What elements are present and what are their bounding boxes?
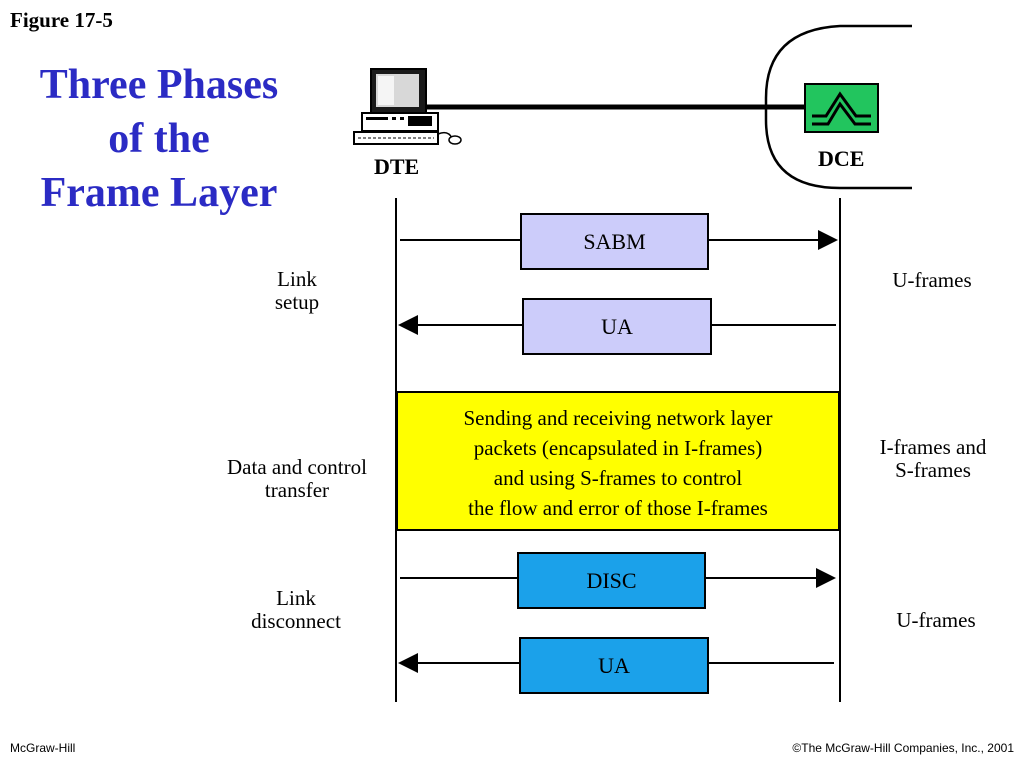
arrowhead-right (816, 568, 836, 588)
frame-type-transfer: I-frames and S-frames (860, 436, 1006, 482)
phase-label-transfer: Data and control transfer (206, 456, 388, 502)
dte-label: DTE (374, 154, 420, 179)
footer-publisher: McGraw-Hill (10, 741, 76, 755)
dce-device-icon (804, 83, 879, 133)
phase-line: Data and control (227, 455, 367, 479)
frame-type-line: I-frames and (879, 435, 987, 459)
phase-line: setup (274, 290, 320, 314)
data-box-line: Sending and receiving network layer (463, 406, 773, 430)
arrowhead-right (818, 230, 838, 250)
frame-type-line: U-frames (892, 268, 972, 292)
title-line: of the (108, 116, 210, 162)
data-box-line: and using S-frames to control (493, 466, 743, 490)
data-box-line: packets (encapsulated in I-frames) (473, 436, 763, 460)
frame-type-line: S-frames (895, 458, 971, 482)
sabm-frame: SABM (520, 213, 709, 270)
ua-disconnect-frame: UA (519, 637, 709, 694)
frame-type-setup: U-frames (872, 269, 992, 292)
phase-label-disconnect: Link disconnect (226, 587, 366, 633)
title-line: Three Phases (39, 62, 279, 108)
disc-frame: DISC (517, 552, 706, 609)
footer-copyright: ©The McGraw-Hill Companies, Inc., 2001 (792, 741, 1014, 755)
frame-type-line: U-frames (896, 608, 976, 632)
ua-setup-frame: UA (522, 298, 712, 355)
phase-label-setup: Link setup (232, 268, 362, 314)
phase-line: transfer (264, 478, 330, 502)
phase-line: Link (276, 586, 316, 610)
data-box-line: the flow and error of those I-frames (468, 496, 768, 520)
data-transfer-box: Sending and receiving network layer pack… (396, 391, 840, 531)
frame-type-disconnect: U-frames (876, 609, 996, 632)
page-title: Three Phases of the Frame Layer (0, 58, 318, 220)
title-line: Frame Layer (40, 170, 278, 216)
arrowhead-left (398, 653, 418, 673)
phase-line: disconnect (251, 609, 341, 633)
arrowhead-left (398, 315, 418, 335)
computer-icon (353, 68, 462, 145)
figure-label: Figure 17-5 (10, 8, 113, 32)
phase-line: Link (277, 267, 317, 291)
dce-label: DCE (818, 146, 865, 171)
